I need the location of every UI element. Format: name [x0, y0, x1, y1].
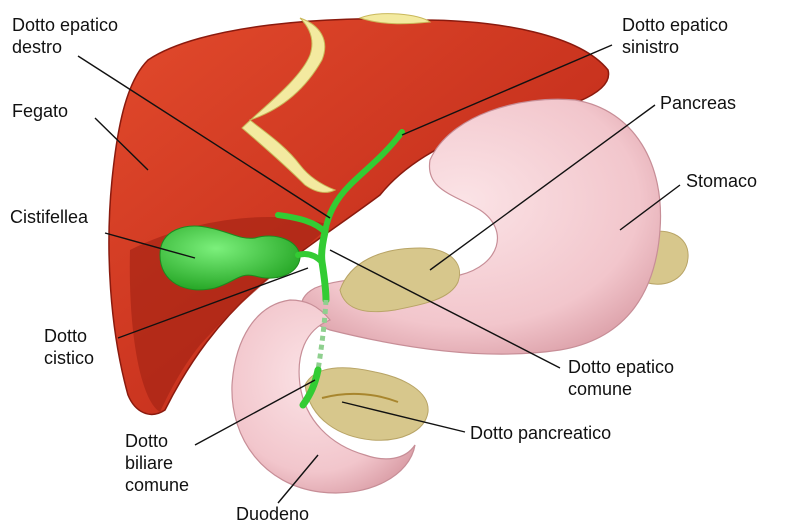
label-dotto-cistico: Dotto cistico [44, 325, 94, 369]
label-pancreas: Pancreas [660, 92, 736, 114]
label-cistifellea: Cistifellea [10, 206, 88, 228]
label-duodeno: Duodeno [236, 503, 309, 525]
label-fegato: Fegato [12, 100, 68, 122]
label-stomaco: Stomaco [686, 170, 757, 192]
label-dotto-epatico-comune: Dotto epatico comune [568, 356, 674, 400]
label-dotto-biliare-comune: Dotto biliare comune [125, 430, 189, 496]
common-hepatic-duct [322, 232, 326, 300]
label-dotto-epatico-sinistro: Dotto epatico sinistro [622, 14, 728, 58]
label-dotto-pancreatico: Dotto pancreatico [470, 422, 611, 444]
pancreas-head [305, 368, 428, 440]
label-dotto-epatico-destro: Dotto epatico destro [12, 14, 118, 58]
